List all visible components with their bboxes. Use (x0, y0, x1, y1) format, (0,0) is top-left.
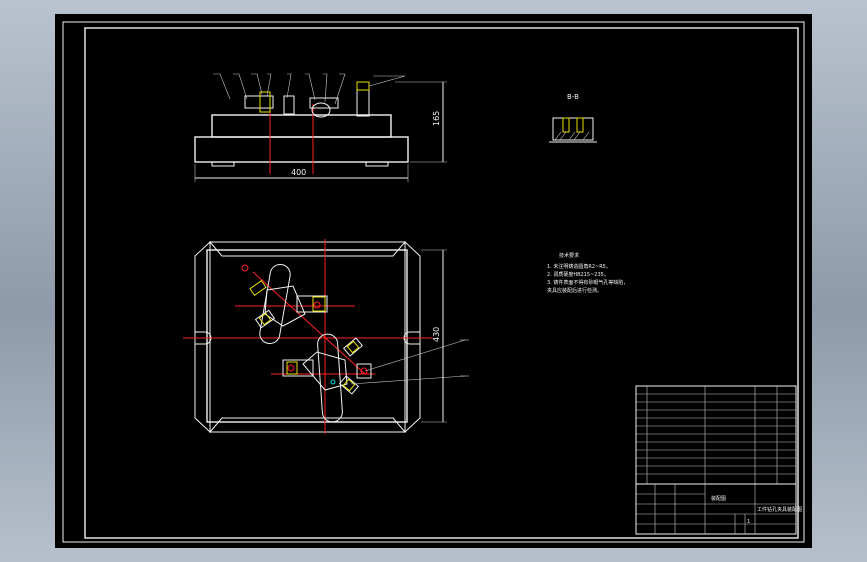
plan-base (206, 249, 408, 423)
workpiece-lower (317, 333, 343, 423)
title-grid (636, 484, 796, 534)
drawing-frame (84, 27, 799, 539)
workpiece-upper (259, 263, 291, 345)
notes-line-2: 2. 调质硬度HB215~235。 (547, 271, 609, 278)
section-hatch (554, 131, 590, 141)
technical-notes: 技术要求 1. 未注明铸造圆角R2~R5。 2. 调质硬度HB215~235。 … (547, 252, 628, 294)
front-clamp-left (244, 95, 274, 109)
bom-grid (636, 386, 796, 484)
dim-height-text: 165 (432, 111, 441, 126)
front-leaders (213, 73, 406, 105)
cad-drawing: 400 165 B-B (62, 21, 805, 543)
clamp-lower (302, 351, 348, 391)
front-clamp-bolt (259, 91, 271, 113)
front-clamp-right (309, 97, 339, 109)
section-body (552, 117, 594, 141)
notes-title: 技术要求 (559, 252, 579, 259)
front-base (194, 136, 409, 163)
drawing-sheet: 400 165 B-B (55, 14, 812, 548)
front-view: 400 165 (194, 73, 447, 182)
dim-width-text: 430 (432, 327, 441, 342)
plan-view: 430 (183, 239, 469, 434)
title-block-frame (635, 385, 797, 535)
section-view: B-B (549, 93, 597, 143)
front-body (211, 114, 392, 138)
front-foot-right (365, 161, 389, 167)
front-foot-left (211, 161, 235, 167)
title-scale-label: 装配图 (711, 495, 726, 502)
title-part-name: 工件钻孔夹具装配图 (757, 506, 802, 513)
front-pin (311, 102, 331, 118)
title-sheet-num: 1 (747, 519, 750, 525)
notes-line-4: 夹具应装配后进行检测。 (547, 287, 602, 294)
clamp-upper (264, 285, 306, 327)
notes-line-3: 3. 铸件表面不得有砂眼气孔等缺陷， (547, 279, 628, 286)
front-post (283, 95, 295, 115)
front-locator (356, 81, 370, 117)
dim-length-text: 400 (291, 168, 306, 177)
notes-line-1: 1. 未注明铸造圆角R2~R5。 (547, 263, 611, 270)
outer-border (62, 21, 805, 543)
front-locator-cap (356, 81, 370, 91)
title-block: 装配图 工件钻孔夹具装配图 1 (635, 385, 802, 535)
section-label: B-B (567, 93, 579, 101)
